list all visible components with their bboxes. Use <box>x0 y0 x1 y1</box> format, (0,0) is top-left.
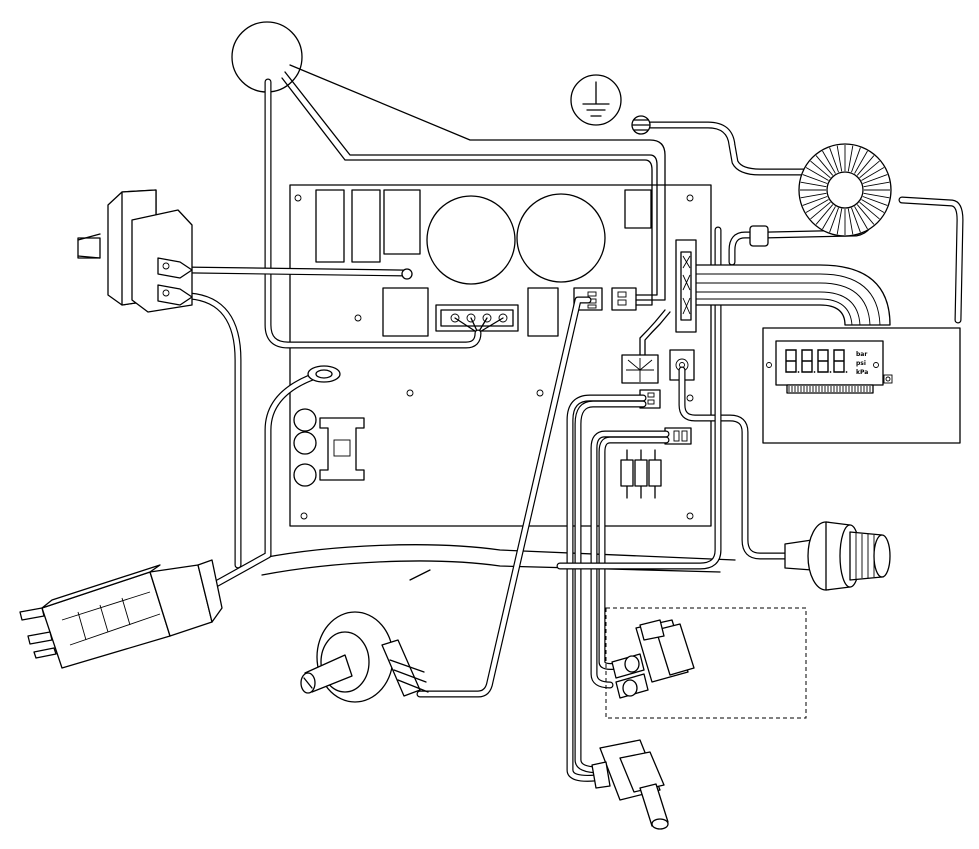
relay-3 <box>384 190 420 254</box>
grommet <box>308 366 340 382</box>
chassis-plate <box>262 545 735 580</box>
capacitor-1 <box>427 196 515 284</box>
chip-left <box>383 288 428 336</box>
power-plug <box>20 560 222 668</box>
ground-symbol <box>571 75 621 125</box>
connector-j3 <box>622 355 658 383</box>
control-board <box>290 185 711 526</box>
potentiometer <box>301 612 428 702</box>
terminal-block <box>436 305 518 333</box>
toggle-switch <box>592 740 668 829</box>
triac-cluster <box>294 409 364 486</box>
capacitor-2 <box>517 194 605 282</box>
relay-2 <box>352 190 380 262</box>
lcd-display-module: bar psi kPa <box>763 328 960 443</box>
rocker-power-switch <box>78 190 192 312</box>
cable-clamp <box>632 116 650 134</box>
pressure-sensor <box>785 522 890 590</box>
ferrite-bead <box>750 226 768 246</box>
resistor-bank <box>621 450 661 498</box>
rocker-switch-option <box>612 620 694 698</box>
unit-label-kpa: kPa <box>856 369 868 376</box>
connector-j2 <box>612 288 636 310</box>
relay-1 <box>316 190 344 262</box>
unit-label-bar: bar <box>856 351 867 358</box>
chip-middle <box>528 288 558 336</box>
chip-top-right <box>625 190 651 228</box>
toroid-transformer <box>799 144 891 236</box>
unit-label-psi: psi <box>856 360 866 367</box>
